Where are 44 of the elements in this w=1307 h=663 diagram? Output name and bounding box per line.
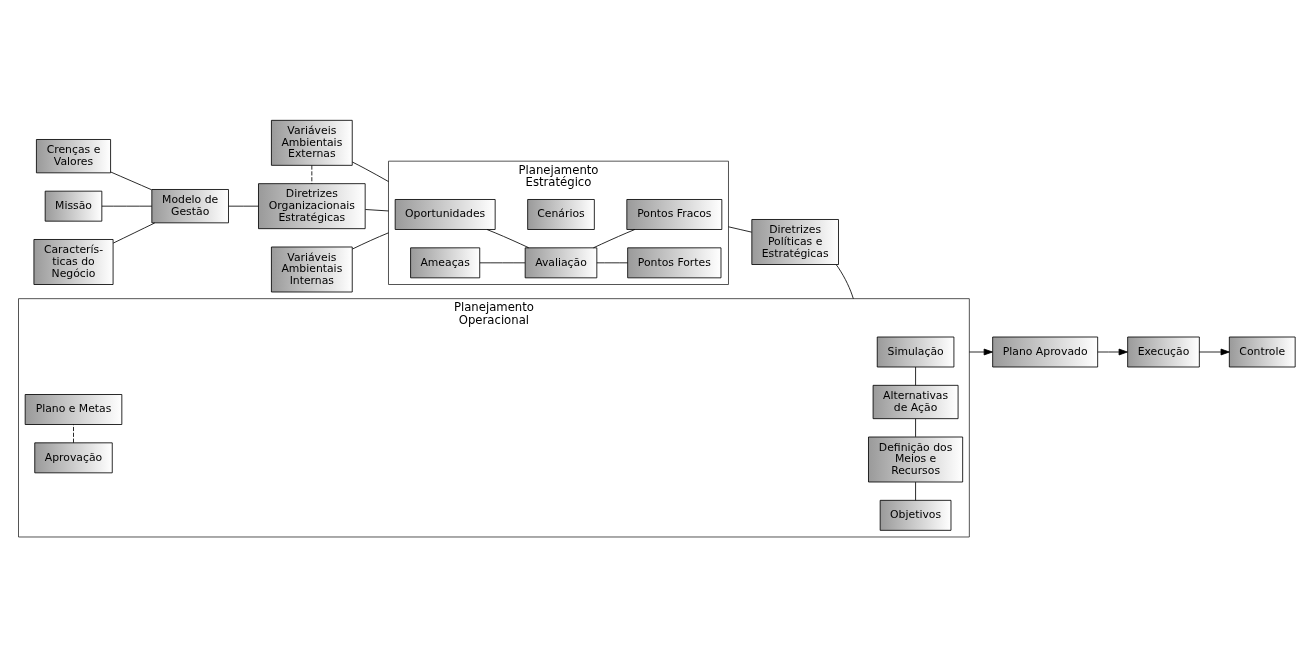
connector [728,225,752,233]
arrow [1198,348,1230,355]
node-box: Ameaças [410,246,481,278]
node-box: Controle [1228,336,1296,367]
arrow [1097,348,1128,355]
node-box: Diretrizes Organizacionais Estratégicas [258,182,366,229]
connector [486,228,530,248]
connector [311,164,313,184]
connector [101,205,153,207]
node-box: Cenários [527,198,595,230]
connector [915,366,916,386]
connector [593,228,636,248]
node-box: Pontos Fortes [627,246,722,278]
connector [365,208,389,211]
node-box: Pontos Fracos [626,198,723,230]
node-box: Execução [1127,336,1200,367]
node-box: Aprovação [34,441,113,473]
node-box: Diretrizes Políticas e Estratégicas [751,218,839,265]
node-box: Definição dos Meios e Recursos [868,436,964,482]
node-box: Variáveis Ambientais Internas [271,246,353,292]
node-box: Modelo de Gestão [151,188,229,223]
node-box: Oportunidades [394,198,496,230]
node-box: Plano Aprovado [992,336,1099,367]
connector [596,261,628,263]
connector [351,161,389,182]
node-box: Simulação [876,336,955,367]
node-box: Crenças e Valores [36,138,111,173]
node-box: Variáveis Ambientais Externas [271,119,353,166]
arrow [968,348,993,355]
connector [835,264,854,299]
connector [915,417,916,437]
connector [73,423,74,443]
node-box: Avaliação [524,246,598,278]
node-box: Missão [44,190,103,222]
connector [915,481,916,501]
connector [110,171,152,190]
node-box: Plano e Metas [24,393,123,425]
connector [228,205,259,207]
node-box: Objetivos [879,499,952,531]
node-box: Caracterís- ticas do Negócio [33,238,114,285]
connector [112,222,156,243]
connector [479,261,526,263]
node-box: Alternativas de Ação [872,384,959,419]
connector [351,231,389,249]
